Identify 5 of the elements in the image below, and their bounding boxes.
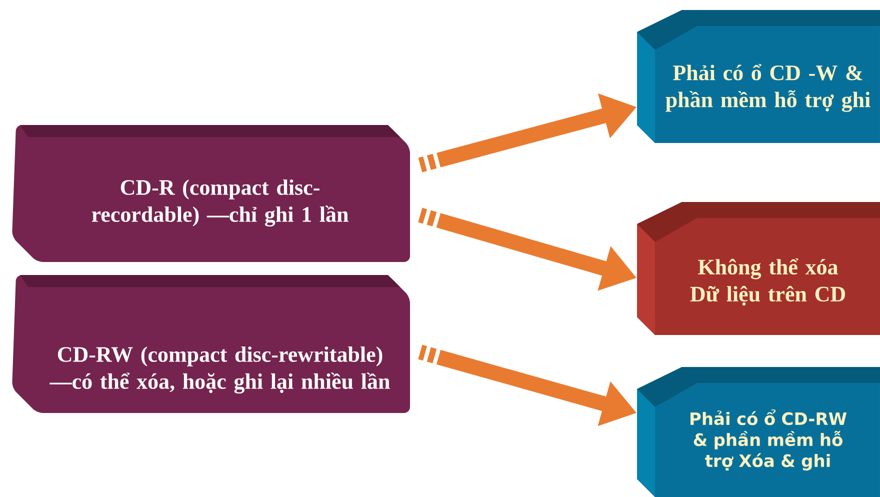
process-box: Phải có ổ CD-RW & phần mềm hỗ trợ Xóa & ghi — [637, 367, 880, 497]
process-box: Không thể xóa Dữ liệu trên CD — [637, 202, 880, 335]
process-box: CD-R (compact disc-recordable) —chỉ ghi 1 lần — [12, 125, 410, 262]
process-box: Phải có ổ CD -W & phần mềm hỗ trợ ghi — [637, 10, 880, 143]
process-box: CD-RW (compact disc-rewritable) —có thể xóa, hoặc ghi lại nhiều lần — [12, 275, 410, 413]
